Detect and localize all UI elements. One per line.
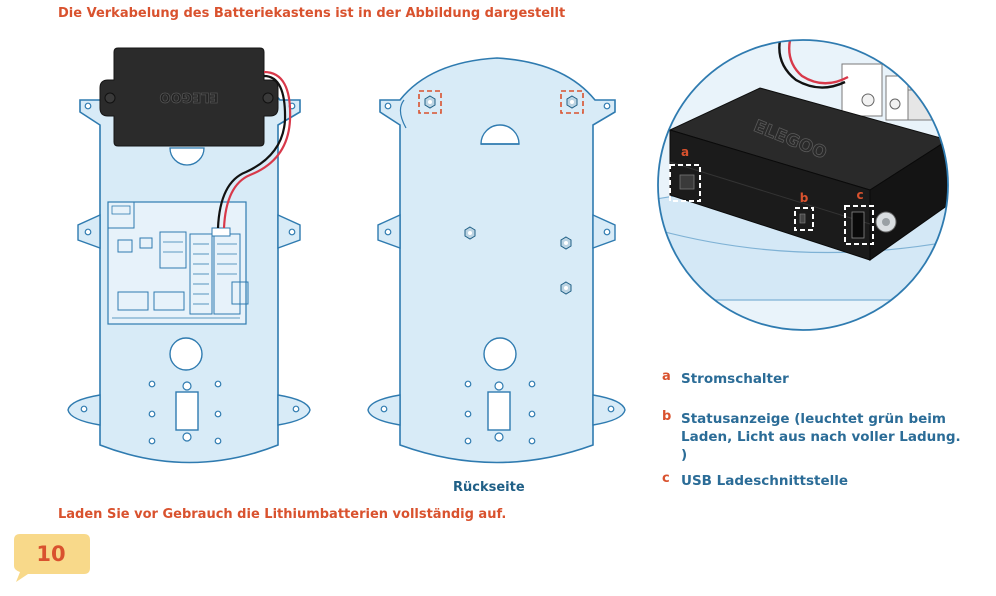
back-plate (367, 57, 626, 464)
page-badge-shape (14, 534, 90, 582)
charging-note: Laden Sie vor Gebrauch die Lithiumbatter… (58, 507, 507, 522)
zoom-detail: ELEGOO a b c (657, 39, 949, 331)
legend-letter: c (662, 471, 670, 486)
legend-letter: a (662, 369, 671, 384)
callout-c: c (856, 188, 863, 202)
page-badge: 10 (14, 532, 88, 580)
battery-box-logo: ELEGOO (160, 89, 219, 104)
callout-b: b (800, 191, 809, 205)
legend-text: Stromschalter (681, 371, 789, 387)
legend-letter: b (662, 409, 672, 424)
back-side-caption: Rückseite (453, 480, 525, 495)
page-number: 10 (36, 542, 66, 566)
front-plate: ELEGOO (67, 47, 311, 464)
callout-a: a (681, 145, 689, 159)
legend-text: Statusanzeige (leuchtet grün beim Laden,… (681, 411, 961, 463)
page-heading: Die Verkabelung des Batteriekastens ist … (58, 6, 566, 21)
legend-text: USB Ladeschnittstelle (681, 473, 849, 489)
